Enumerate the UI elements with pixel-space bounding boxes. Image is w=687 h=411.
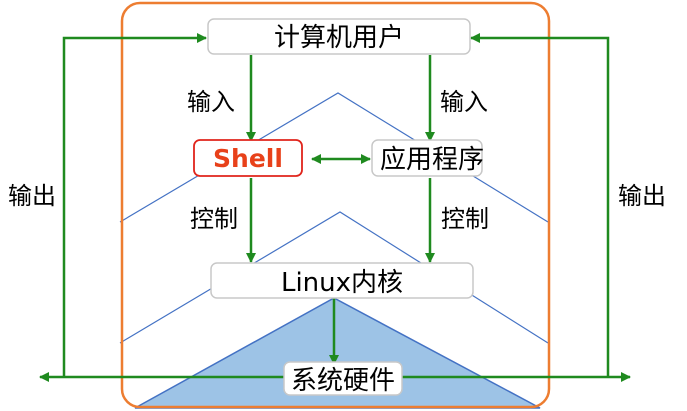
layer-line-upper <box>119 92 549 223</box>
shell-node-box <box>193 139 303 177</box>
label-control-left: 控制 <box>190 205 238 233</box>
kernel-node-box <box>210 262 474 299</box>
shell-node-label: Shell <box>213 144 283 173</box>
label-input-left: 输入 <box>187 88 235 116</box>
label-input-right: 输入 <box>440 88 488 116</box>
output-loop-right <box>470 33 610 377</box>
layer-line-lower <box>119 211 549 344</box>
hardware-node-box <box>283 361 403 396</box>
label-output-left: 输出 <box>8 182 56 210</box>
user-node-box <box>207 18 471 55</box>
system-frame <box>120 1 551 409</box>
app-node-label: 应用程序 <box>380 145 484 175</box>
user-node-label: 计算机用户 <box>274 23 404 53</box>
kernel-node-label: Linux内核 <box>281 268 403 298</box>
app-node-box <box>371 139 483 177</box>
label-output-right: 输出 <box>618 182 666 210</box>
label-control-right: 控制 <box>441 205 489 233</box>
output-loop-left <box>62 33 207 377</box>
hardware-node-label: 系统硬件 <box>291 366 395 396</box>
